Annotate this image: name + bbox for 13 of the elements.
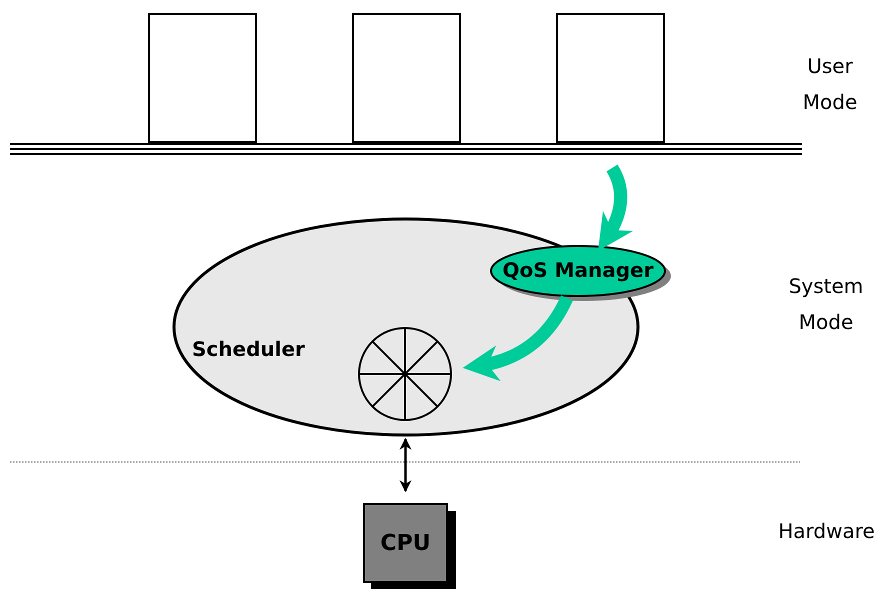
node-label: Scheduler (192, 337, 305, 361)
node-label: CPU (379, 531, 432, 556)
mode-label: Hardware (777, 518, 876, 545)
arrow (400, 438, 412, 492)
manager-ellipse (490, 245, 674, 303)
node-label: QoS Manager (502, 258, 654, 282)
wheel-icon (357, 326, 453, 422)
process-box (556, 13, 665, 143)
mode-label: User Mode (802, 53, 858, 116)
arrow (462, 295, 573, 380)
process-box (148, 13, 257, 143)
process-box (352, 13, 461, 143)
mode-label: System Mode (788, 273, 864, 336)
